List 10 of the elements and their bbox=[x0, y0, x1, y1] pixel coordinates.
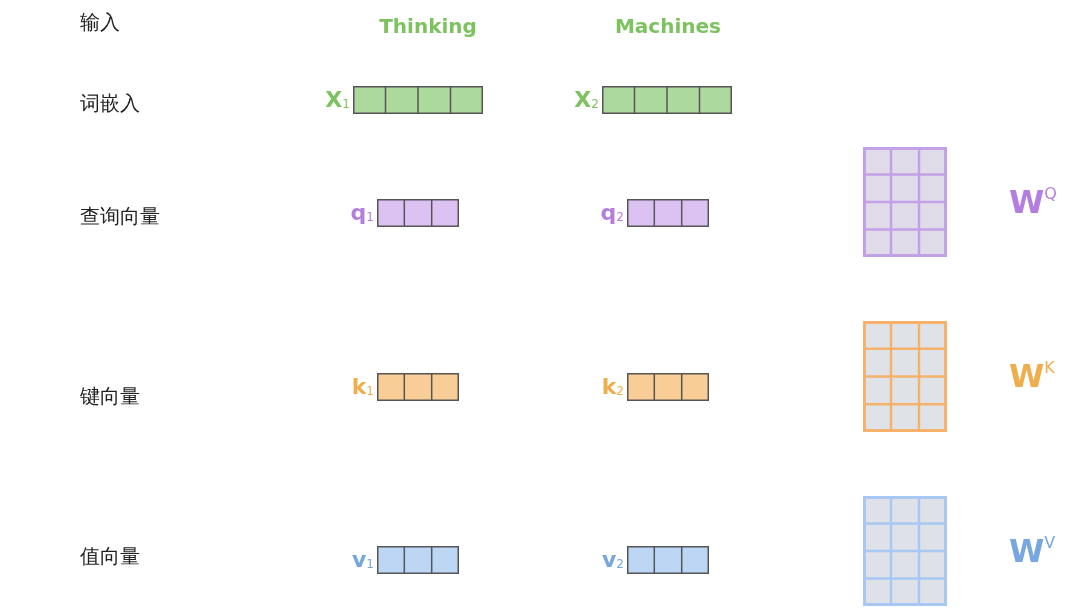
matrix-label: W$^{V}$ bbox=[1009, 534, 1056, 568]
row-label: 键向量 bbox=[80, 384, 140, 408]
input-word: Machines bbox=[614, 14, 722, 38]
row-label: 词嵌入 bbox=[80, 91, 140, 115]
input-word: Thinking bbox=[379, 14, 477, 38]
matrix-label: W$^{Q}$ bbox=[1009, 185, 1057, 219]
row-label: 值向量 bbox=[80, 544, 140, 568]
row-label: 查询向量 bbox=[80, 204, 160, 228]
matrix-label: W$^{K}$ bbox=[1009, 360, 1055, 393]
row-label: 输入 bbox=[80, 10, 120, 34]
